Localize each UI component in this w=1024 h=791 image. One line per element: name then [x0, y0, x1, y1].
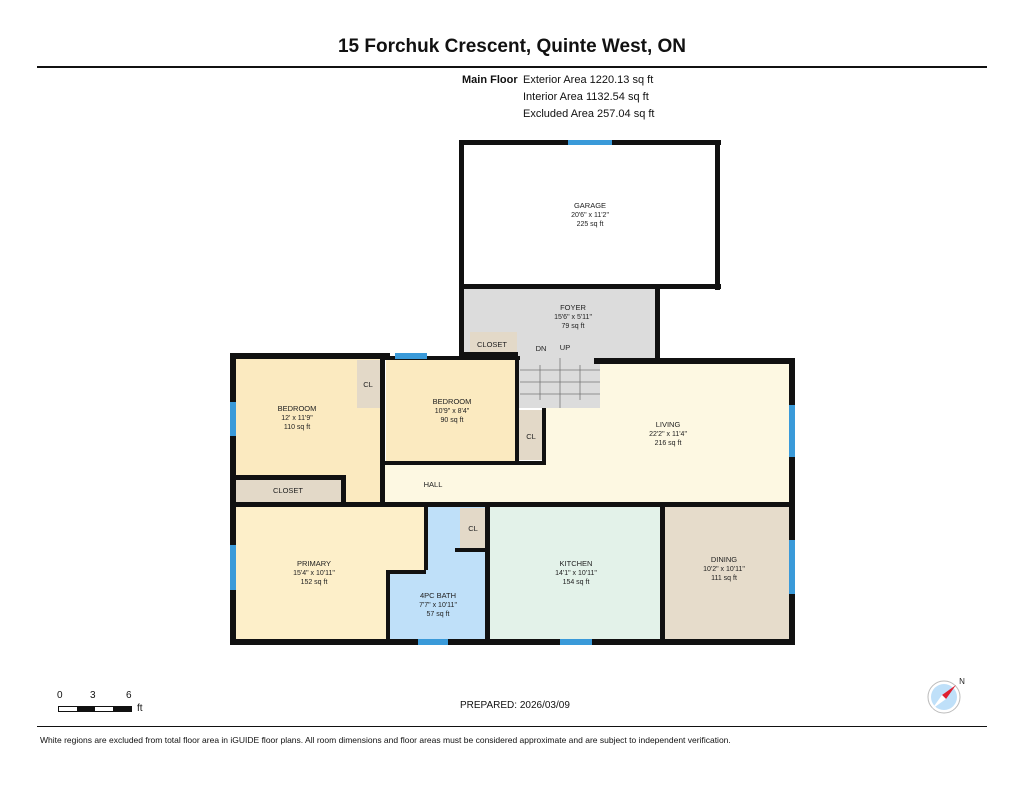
- svg-text:BEDROOM: BEDROOM: [433, 397, 472, 406]
- bedroom2-closet-label: CL: [526, 432, 536, 441]
- windows: [230, 140, 795, 645]
- svg-text:154 sq ft: 154 sq ft: [563, 579, 590, 586]
- svg-text:KITCHEN: KITCHEN: [560, 559, 593, 568]
- interior-area: Interior Area 1132.54 sq ft: [523, 91, 649, 103]
- svg-text:20'6" x 11'2": 20'6" x 11'2": [571, 212, 609, 219]
- primary-closet: [236, 480, 344, 502]
- compass-icon: N: [927, 677, 965, 714]
- living-label: LIVING 22'2" x 11'4" 216 sq ft: [649, 420, 687, 447]
- living-extension: [546, 408, 606, 468]
- stairs-up-label: UP: [560, 343, 570, 352]
- disclaimer: White regions are excluded from total fl…: [40, 735, 731, 745]
- kitchen-label: KITCHEN 14'1" x 10'11" 154 sq ft: [555, 559, 597, 586]
- svg-text:GARAGE: GARAGE: [574, 201, 606, 210]
- primary-room: [236, 507, 388, 639]
- hall-area: [384, 464, 604, 502]
- bedroom1-nook: [345, 476, 382, 504]
- scale-bar-graphic: [58, 706, 132, 712]
- hall-label: HALL: [424, 480, 443, 489]
- header-divider: [37, 66, 987, 68]
- stair-treads: [520, 358, 600, 408]
- excluded-area: Excluded Area 257.04 sq ft: [523, 108, 655, 120]
- primary-closet-label: CLOSET: [273, 486, 303, 495]
- svg-text:22'2" x 11'4": 22'2" x 11'4": [649, 431, 687, 438]
- svg-text:DINING: DINING: [711, 555, 737, 564]
- svg-text:4PC BATH: 4PC BATH: [420, 591, 456, 600]
- exterior-area: Exterior Area 1220.13 sq ft: [523, 74, 654, 86]
- page-title: 15 Forchuk Crescent, Quinte West, ON: [337, 36, 687, 57]
- stairs: [519, 358, 600, 408]
- bath-label: 4PC BATH 7'7" x 10'11" 57 sq ft: [419, 591, 457, 618]
- footer-divider: [37, 726, 987, 727]
- bedroom2-room: [386, 360, 516, 462]
- scale-bar: 0 3 6 ft: [55, 690, 165, 720]
- floor-label: Main Floor: [462, 74, 518, 86]
- bedroom1-closet-label: CL: [363, 380, 373, 389]
- svg-text:14'1" x 10'11": 14'1" x 10'11": [555, 570, 597, 577]
- svg-text:N: N: [959, 677, 965, 686]
- scale-unit: ft: [137, 703, 143, 714]
- svg-text:79 sq ft: 79 sq ft: [562, 323, 585, 330]
- garage-room: [463, 143, 717, 284]
- scale-tick-6: 6: [126, 690, 132, 701]
- svg-text:152 sq ft: 152 sq ft: [301, 579, 328, 586]
- living-room: [600, 364, 790, 502]
- svg-text:12' x 11'9": 12' x 11'9": [281, 415, 313, 422]
- bath-closet: [460, 508, 485, 550]
- svg-text:BEDROOM: BEDROOM: [278, 404, 317, 413]
- stairs-down-label: DN: [536, 344, 547, 353]
- svg-text:PRIMARY: PRIMARY: [297, 559, 331, 568]
- scale-tick-3: 3: [90, 690, 96, 701]
- bedroom2-closet: [518, 410, 544, 460]
- garage-label: GARAGE 20'6" x 11'2" 225 sq ft: [571, 201, 609, 228]
- svg-text:15'4" x 10'11": 15'4" x 10'11": [293, 570, 335, 577]
- svg-text:90 sq ft: 90 sq ft: [441, 417, 464, 424]
- bedroom2-label: BEDROOM 10'9" x 8'4" 90 sq ft: [433, 397, 472, 424]
- primary-overlap: [390, 507, 426, 572]
- kitchen-room: [489, 507, 661, 639]
- foyer-label: FOYER 15'6" x 5'11" 79 sq ft: [554, 303, 592, 330]
- bedroom1-closet: [357, 360, 380, 408]
- svg-text:111 sq ft: 111 sq ft: [711, 575, 737, 582]
- svg-text:110 sq ft: 110 sq ft: [284, 424, 310, 431]
- svg-text:15'6" x 5'11": 15'6" x 5'11": [554, 314, 592, 321]
- svg-text:10'2" x 10'11": 10'2" x 10'11": [703, 566, 745, 573]
- bath-closet-label: CL: [468, 524, 478, 533]
- svg-text:225 sq ft: 225 sq ft: [577, 221, 604, 228]
- primary-label: PRIMARY 15'4" x 10'11" 152 sq ft: [293, 559, 335, 586]
- svg-text:7'7" x 10'11": 7'7" x 10'11": [419, 602, 457, 609]
- dining-label: DINING 10'2" x 10'11" 111 sq ft: [703, 555, 745, 582]
- foyer-closet-label: CLOSET: [477, 340, 507, 349]
- svg-text:FOYER: FOYER: [560, 303, 586, 312]
- svg-text:57 sq ft: 57 sq ft: [427, 611, 450, 618]
- bedroom1-label: BEDROOM 12' x 11'9" 110 sq ft: [278, 404, 317, 431]
- prepared-date: PREPARED: 2026/03/09: [460, 700, 570, 711]
- svg-text:216 sq ft: 216 sq ft: [655, 440, 682, 447]
- dining-room: [664, 502, 790, 639]
- svg-text:10'9" x 8'4": 10'9" x 8'4": [435, 408, 470, 415]
- svg-text:LIVING: LIVING: [656, 420, 681, 429]
- scale-tick-0: 0: [57, 690, 63, 701]
